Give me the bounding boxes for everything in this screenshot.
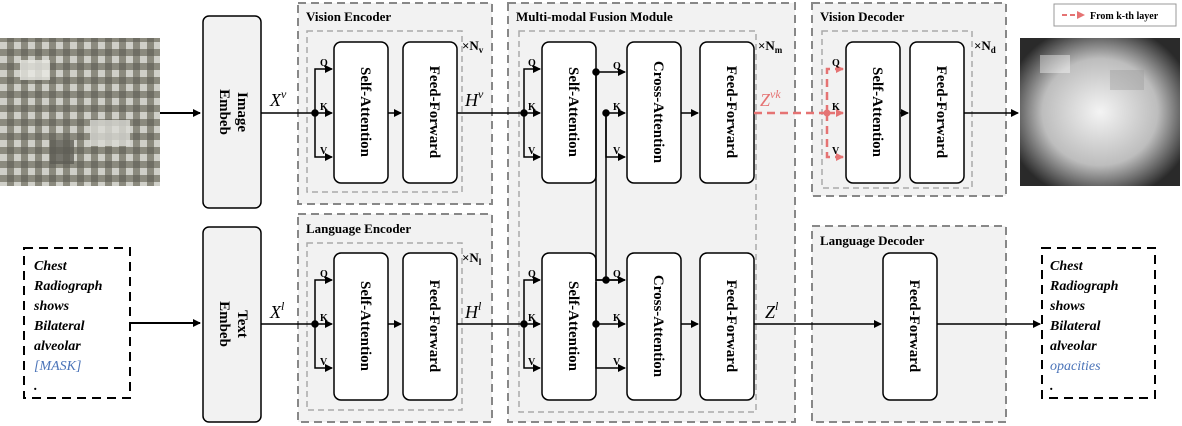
var-zl: Zl: [765, 299, 779, 322]
mask-token: [MASK]: [34, 359, 81, 374]
var-hv: Hv: [464, 87, 484, 110]
svg-text:Bilateral: Bilateral: [33, 319, 85, 334]
output-text-box: [1041, 247, 1156, 399]
svg-text:Language Decoder: Language Decoder: [820, 233, 925, 248]
le-self-attention: [333, 252, 389, 401]
svg-text:Language Encoder: Language Encoder: [306, 221, 411, 236]
svg-text:×Nm: ×Nm: [758, 38, 783, 55]
image-embed-label: Image: [234, 92, 250, 132]
vision-decoder: Vision Decoder ×Nd Self-Attention Feed-F…: [811, 2, 1007, 197]
language-encoder: Language Encoder ×Nl Self-Attention Feed…: [297, 213, 493, 423]
le-qkv-wiring: [261, 276, 333, 372]
svg-text:V: V: [613, 357, 621, 368]
var-xv: Xv: [269, 87, 287, 110]
svg-text:Q: Q: [320, 58, 328, 69]
var-zvk: Zvk: [760, 87, 781, 110]
legend-label: From k-th layer: [1090, 11, 1159, 22]
svg-text:Q: Q: [528, 58, 536, 69]
svg-text:Feed-Forward: Feed-Forward: [723, 280, 739, 373]
svg-text:Self-Attention: Self-Attention: [565, 67, 581, 158]
svg-text:Vision Decoder: Vision Decoder: [820, 9, 905, 24]
ld-feed-forward: [882, 252, 938, 401]
input-text: Chest Radiograph shows Bilateral alveola…: [33, 259, 103, 394]
svg-text:Multi-modal Fusion Module: Multi-modal Fusion Module: [516, 9, 673, 24]
svg-text:Bilateral: Bilateral: [1049, 319, 1101, 334]
svg-text:.: .: [34, 379, 38, 394]
svg-text:V: V: [320, 146, 328, 157]
svg-text:K: K: [613, 313, 621, 324]
input-text-box: [23, 247, 131, 399]
var-hl: Hl: [464, 299, 482, 322]
fusion-module: Multi-modal Fusion Module ×Nm Self-Atten…: [507, 2, 796, 423]
svg-text:ImageEmbeb: ImageEmbeb: [216, 89, 250, 135]
svg-text:shows: shows: [1049, 299, 1086, 314]
svg-text:×Nv: ×Nv: [462, 38, 484, 55]
svg-text:Vision Encoder: Vision Encoder: [306, 9, 391, 24]
image-embed-block: [202, 15, 262, 209]
svg-text:Cross-Attention: Cross-Attention: [650, 275, 666, 378]
svg-text:TextEmbeb: TextEmbeb: [216, 301, 250, 347]
svg-text:Chest: Chest: [1050, 259, 1084, 274]
legend: From k-th layer: [1053, 3, 1177, 27]
ve-qkv-wiring: [261, 65, 333, 161]
vision-encoder: Vision Encoder ×Nv Self-Attention Feed-F…: [297, 2, 493, 205]
svg-text:shows: shows: [33, 299, 70, 314]
text-embed-label: Text: [234, 310, 250, 338]
var-xl: Xl: [269, 299, 285, 322]
fm-cross-wiring: [592, 68, 626, 372]
svg-text:K: K: [528, 102, 536, 113]
svg-text:Radiograph: Radiograph: [1049, 279, 1119, 294]
svg-text:K: K: [320, 102, 328, 113]
svg-text:Q: Q: [320, 269, 328, 280]
svg-text:Self-Attention: Self-Attention: [869, 67, 885, 158]
svg-text:×Nl: ×Nl: [462, 250, 482, 267]
svg-text:V: V: [320, 357, 328, 368]
svg-text:K: K: [832, 102, 840, 113]
svg-text:Feed-Forward: Feed-Forward: [933, 66, 949, 159]
svg-text:Feed-Forward: Feed-Forward: [426, 280, 442, 373]
input-image-masked: [0, 38, 160, 186]
svg-text:Chest: Chest: [34, 259, 68, 274]
svg-text:Feed-Forward: Feed-Forward: [723, 66, 739, 159]
svg-text:Feed-Forward: Feed-Forward: [906, 280, 922, 373]
svg-text:V: V: [613, 146, 621, 157]
svg-text:Q: Q: [613, 61, 621, 72]
svg-text:V: V: [528, 146, 536, 157]
svg-text:.: .: [1050, 379, 1054, 394]
svg-text:alveolar: alveolar: [1050, 339, 1097, 354]
svg-text:Self-Attention: Self-Attention: [357, 281, 373, 372]
svg-text:Feed-Forward: Feed-Forward: [426, 66, 442, 159]
svg-text:×Nd: ×Nd: [974, 38, 996, 55]
svg-text:K: K: [528, 313, 536, 324]
fm-language-feed-forward: [699, 252, 755, 401]
svg-text:Q: Q: [528, 269, 536, 280]
fm-vision-sa-wiring: [520, 65, 541, 161]
svg-text:Radiograph: Radiograph: [33, 279, 103, 294]
fm-language-cross-attention: [626, 252, 682, 401]
svg-text:K: K: [320, 313, 328, 324]
svg-text:Self-Attention: Self-Attention: [357, 67, 373, 158]
output-image-reconstructed: [1020, 38, 1180, 186]
svg-text:Self-Attention: Self-Attention: [565, 281, 581, 372]
svg-text:Q: Q: [613, 269, 621, 280]
svg-text:alveolar: alveolar: [34, 339, 81, 354]
svg-text:Q: Q: [832, 58, 840, 69]
predicted-token: opacities: [1050, 359, 1101, 374]
svg-text:K: K: [613, 102, 621, 113]
svg-text:V: V: [832, 146, 840, 157]
fm-language-sa-wiring: [520, 276, 541, 372]
svg-text:Cross-Attention: Cross-Attention: [650, 61, 666, 164]
le-feed-forward: [402, 252, 458, 401]
output-text: Chest Radiograph shows Bilateral alveola…: [1049, 259, 1119, 394]
svg-text:V: V: [528, 357, 536, 368]
